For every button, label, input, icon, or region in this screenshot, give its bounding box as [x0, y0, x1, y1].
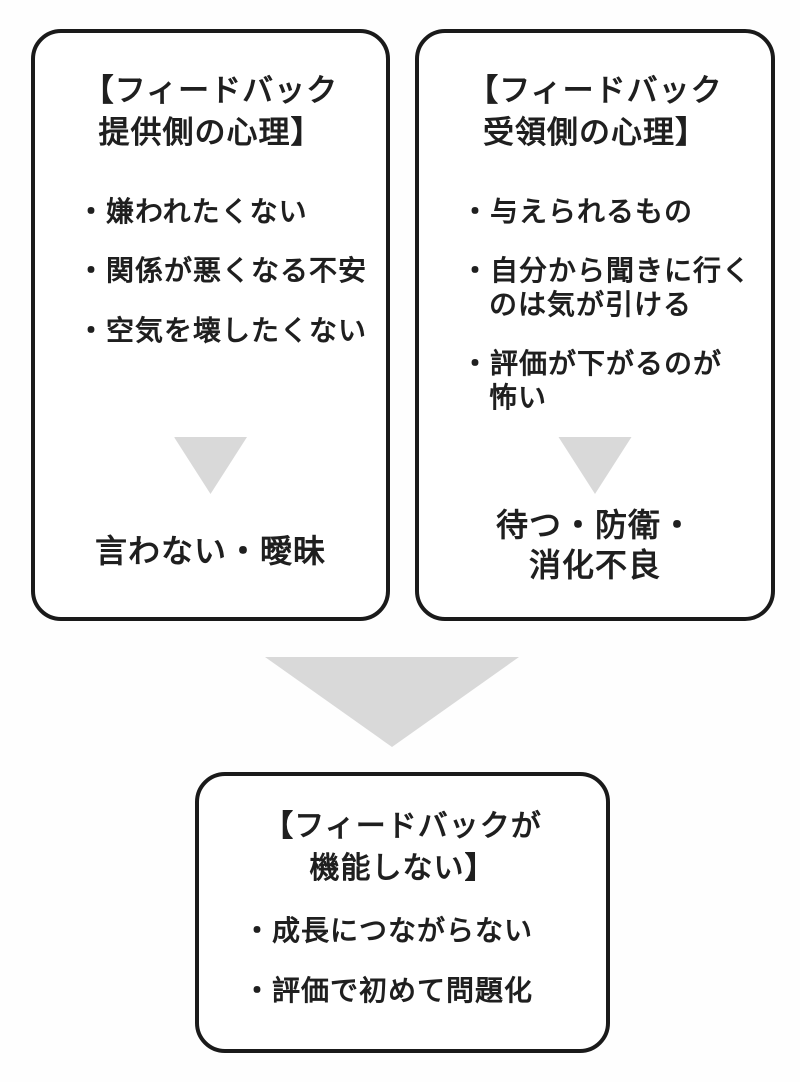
list-item: ・評価が下がるのが 怖い [461, 347, 723, 415]
provider-psychology-box: 【フィードバック 提供側の心理】 ・嫌われたくない ・関係が悪くなる不安 ・空気… [31, 29, 390, 621]
list-item: ・与えられるもの [461, 194, 694, 228]
list-item: ・空気を壊したくない [77, 313, 368, 347]
merge-down-arrow-icon [265, 657, 519, 747]
result-box-title: 【フィードバックが 機能しない】 [263, 809, 542, 886]
down-arrow-icon [174, 437, 247, 494]
provider-conclusion-label: 言わない・曖昧 [94, 532, 326, 570]
receiver-psychology-box: 【フィードバック 受領側の心理】 ・与えられるもの ・自分から聞きに行く のは気… [415, 29, 775, 621]
down-arrow-icon [558, 437, 632, 494]
list-item: ・自分から聞きに行く のは気が引ける [461, 254, 752, 321]
result-box: 【フィードバックが 機能しない】 ・成長につながらない ・評価で初めて問題化 [195, 772, 610, 1053]
list-item: ・評価で初めて問題化 [243, 973, 534, 1007]
list-item: ・関係が悪くなる不安 [77, 254, 368, 288]
provider-box-title: 【フィードバック 提供側の心理】 [82, 73, 339, 151]
result-bullet-list: ・成長につながらない ・評価で初めて問題化 [199, 914, 606, 1007]
list-item: ・嫌われたくない [77, 194, 308, 228]
receiver-conclusion-label: 待つ・防衛・ 消化不良 [495, 506, 694, 584]
receiver-bullet-list: ・与えられるもの ・自分から聞きに行く のは気が引ける ・評価が下がるのが 怖い [419, 195, 771, 415]
provider-bullet-list: ・嫌われたくない ・関係が悪くなる不安 ・空気を壊したくない [35, 195, 386, 348]
list-item: ・成長につながらない [243, 914, 534, 947]
receiver-box-title: 【フィードバック 受領側の心理】 [467, 73, 723, 151]
